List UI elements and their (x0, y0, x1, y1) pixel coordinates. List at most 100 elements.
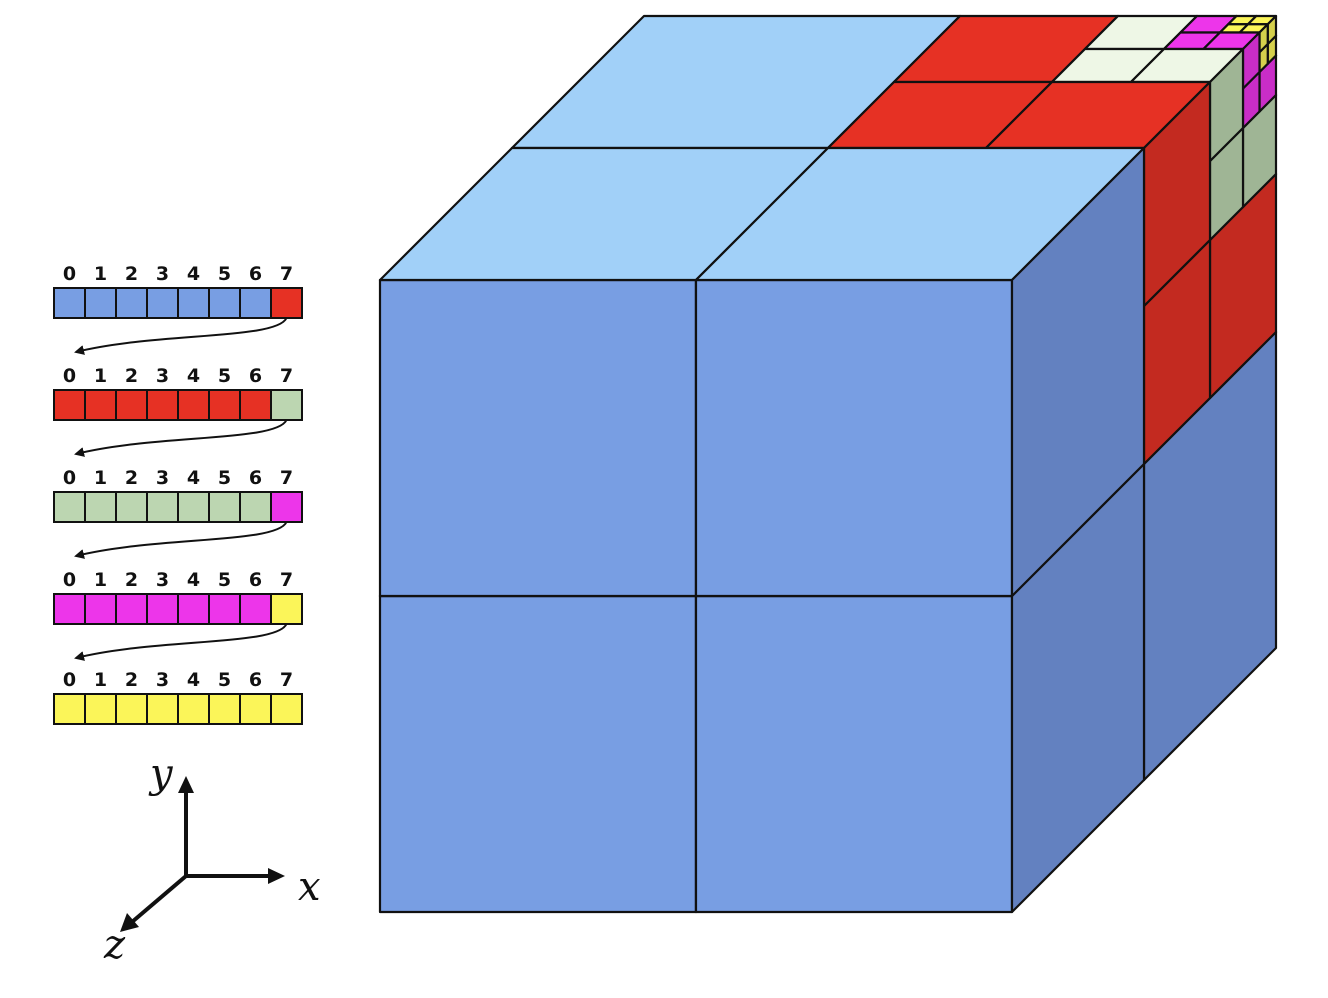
array-4-index-0: 0 (63, 669, 76, 691)
array-1-cell-7 (270, 389, 303, 421)
array-1-cell-4 (177, 389, 210, 421)
array-1-index-3: 3 (156, 365, 169, 387)
octree-cube (378, 14, 1278, 914)
array-3-cell-6 (239, 593, 272, 625)
array-2-index-2: 2 (125, 467, 138, 489)
cell-L0-6-front (378, 278, 698, 598)
array-0-index-3: 3 (156, 263, 169, 285)
array-4-index-7: 7 (280, 669, 293, 691)
array-4-index-1: 1 (94, 669, 107, 691)
array-1-cell-2 (115, 389, 148, 421)
array-2-cell-4 (177, 491, 210, 523)
array-0-index-0: 0 (63, 263, 76, 285)
array-0-cell-4 (177, 287, 210, 319)
array-2-index-6: 6 (249, 467, 262, 489)
axes (120, 776, 285, 932)
array-3-index-2: 2 (125, 569, 138, 591)
array-0-index-5: 5 (218, 263, 231, 285)
array-3-cell-5 (208, 593, 241, 625)
array-3-index-0: 0 (63, 569, 76, 591)
array-3-cell-3 (146, 593, 179, 625)
array-link-arrow-3 (74, 623, 288, 661)
array-3-cell-7 (270, 593, 303, 625)
array-3-index-4: 4 (187, 569, 200, 591)
array-1-index-0: 0 (63, 365, 76, 387)
array-4-index-6: 6 (249, 669, 262, 691)
array-1-cell-0 (53, 389, 86, 421)
array-link-arrow-2 (74, 521, 288, 559)
array-4-index-4: 4 (187, 669, 200, 691)
array-1-index-6: 6 (249, 365, 262, 387)
array-3-index-5: 5 (218, 569, 231, 591)
array-1-index-4: 4 (187, 365, 200, 387)
array-1-index-2: 2 (125, 365, 138, 387)
array-3-index-3: 3 (156, 569, 169, 591)
array-0-index-2: 2 (125, 263, 138, 285)
array-1-index-5: 5 (218, 365, 231, 387)
array-4-cell-3 (146, 693, 179, 725)
array-2-cell-1 (84, 491, 117, 523)
y-axis-label: y (148, 751, 174, 797)
array-4-index-5: 5 (218, 669, 231, 691)
array-2-index-3: 3 (156, 467, 169, 489)
array-0-cell-7 (270, 287, 303, 319)
array-2-cell-5 (208, 491, 241, 523)
array-2-index-4: 4 (187, 467, 200, 489)
array-2-cell-2 (115, 491, 148, 523)
array-1-cell-6 (239, 389, 272, 421)
array-0-index-7: 7 (280, 263, 293, 285)
array-0-cell-5 (208, 287, 241, 319)
array-3-cell-0 (53, 593, 86, 625)
array-4-index-3: 3 (156, 669, 169, 691)
array-4-cell-7 (270, 693, 303, 725)
array-2-index-1: 1 (94, 467, 107, 489)
array-3-index-7: 7 (280, 569, 293, 591)
array-4-cell-2 (115, 693, 148, 725)
x-axis-arrowhead (268, 868, 285, 884)
array-4-cell-0 (53, 693, 86, 725)
x-axis-label: x (298, 864, 321, 910)
array-link-arrow-0 (74, 317, 288, 355)
array-3-cell-4 (177, 593, 210, 625)
array-3-index-6: 6 (249, 569, 262, 591)
array-link-arrow-1 (74, 419, 288, 457)
array-4-cell-6 (239, 693, 272, 725)
z-axis-label: z (103, 922, 126, 968)
cell-L0-7-front (694, 278, 1014, 598)
array-0-cell-0 (53, 287, 86, 319)
array-2-index-0: 0 (63, 467, 76, 489)
array-2-cell-0 (53, 491, 86, 523)
array-0-cell-2 (115, 287, 148, 319)
array-0-index-4: 4 (187, 263, 200, 285)
array-1-cell-5 (208, 389, 241, 421)
array-0-index-6: 6 (249, 263, 262, 285)
array-3-cell-2 (115, 593, 148, 625)
array-4-index-2: 2 (125, 669, 138, 691)
array-2-index-7: 7 (280, 467, 293, 489)
cell-L0-7-side (1010, 146, 1146, 598)
array-0-cell-1 (84, 287, 117, 319)
array-3-index-1: 1 (94, 569, 107, 591)
array-4-cell-5 (208, 693, 241, 725)
array-1-index-7: 7 (280, 365, 293, 387)
array-2-cell-6 (239, 491, 272, 523)
array-0-index-1: 1 (94, 263, 107, 285)
array-3-cell-1 (84, 593, 117, 625)
array-2-cell-7 (270, 491, 303, 523)
array-2-index-5: 5 (218, 467, 231, 489)
array-1-cell-3 (146, 389, 179, 421)
cell-L0-4-front (378, 594, 698, 914)
array-4-cell-4 (177, 693, 210, 725)
array-0-cell-3 (146, 287, 179, 319)
array-0-cell-6 (239, 287, 272, 319)
z-axis-arrowhead (120, 913, 139, 932)
array-2-cell-3 (146, 491, 179, 523)
cell-L0-5-front (694, 594, 1014, 914)
y-axis-arrowhead (178, 776, 194, 793)
